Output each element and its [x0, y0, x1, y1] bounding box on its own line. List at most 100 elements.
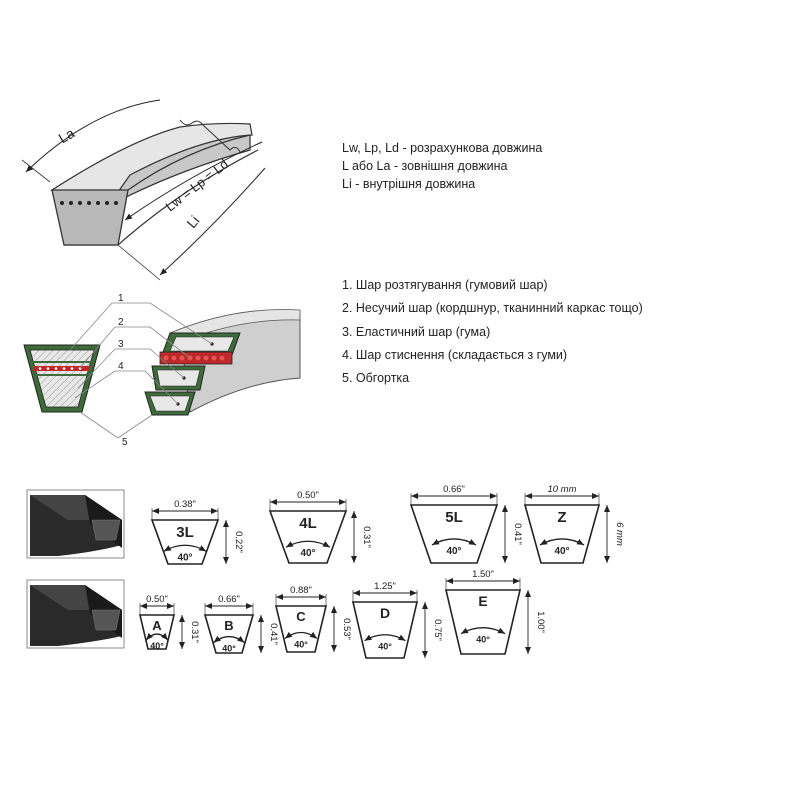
right-belt-elastic-core [156, 369, 201, 387]
height-label: 0.75" [432, 619, 443, 641]
profile-name: 5L [445, 509, 463, 526]
belt-cross-section [51, 189, 129, 246]
profile-name: C [296, 609, 306, 624]
angle-label: 40° [446, 546, 461, 557]
li-dimension-arrow [159, 167, 266, 276]
profile-b: 0.66" 0.41" B 40° [203, 594, 279, 654]
profile-outline [274, 605, 328, 653]
height-label: 0.31" [189, 621, 200, 643]
profile-outline [351, 601, 419, 659]
li-extension [117, 244, 161, 281]
angle-arc [431, 538, 477, 546]
right-belt-compression-core [149, 395, 191, 412]
width-label: 0.50" [297, 490, 319, 501]
profile-4l: 0.50" 0.31" 4L 40° [268, 490, 372, 564]
la-label: La [56, 125, 78, 147]
angle-arc [145, 632, 169, 641]
angle-label: 40° [378, 642, 392, 652]
profile-c: 0.88" 0.53" C 40° [274, 585, 352, 653]
profile-outline [444, 589, 522, 655]
angle-label: 40° [476, 635, 490, 645]
layer-number-4: 4 [118, 361, 124, 372]
left-section-cord-band [34, 366, 90, 371]
profile-name: D [380, 605, 390, 621]
layer-number-1: 1 [118, 293, 124, 304]
layers-legend: 1. Шар розтягування (гумовий шар) 2. Нес… [342, 274, 643, 390]
angle-arc [285, 540, 331, 548]
belt-side [117, 149, 259, 246]
profile-outline [409, 504, 499, 564]
angle-arc [284, 631, 318, 640]
width-label: 0.66" [443, 484, 465, 495]
angle-arc [539, 538, 585, 546]
layer-structure-sketch: 1 2 3 4 5 [23, 293, 301, 448]
profile-name: Z [557, 509, 566, 526]
length-legend-line-2: L або La - зовнішня довжина [342, 159, 508, 173]
height-label: 0.41" [268, 623, 279, 645]
angle-label: 40° [222, 644, 236, 654]
layer-item-5: 5. Обгортка [342, 371, 410, 386]
angle-label: 40° [150, 641, 164, 651]
width-label: 0.50" [146, 594, 168, 605]
profile-outline [138, 614, 176, 650]
height-label: 0.53" [341, 618, 352, 640]
height-label: 0.31" [361, 526, 372, 548]
angle-label: 40° [554, 546, 569, 557]
layer-item-2: 2. Несучий шар (кордшнур, тканинний карк… [342, 301, 643, 316]
belt-side-2 [127, 134, 251, 191]
leader-lines [69, 302, 213, 439]
layer-item-3: 3. Еластичний шар (гума) [342, 324, 491, 339]
angle-arc [364, 634, 406, 642]
profile-name: E [478, 593, 487, 609]
angle-label: 40° [294, 640, 308, 650]
left-section-core [29, 349, 95, 408]
right-belt-top [169, 309, 301, 344]
width-label: 1.25" [374, 581, 396, 592]
belt-top-surface [50, 122, 253, 193]
la-extension [21, 159, 51, 183]
belt-length-sketch: La Lw = Lp = Ld Li [21, 99, 266, 281]
width-label: 0.88" [290, 585, 312, 596]
angle-arc [163, 544, 207, 552]
width-label: 10 mm [547, 484, 576, 495]
belt-break [179, 119, 241, 153]
layer-number-5: 5 [122, 437, 128, 448]
profile-d: 1.25" 0.75" D 40° [351, 581, 443, 659]
layer-number-3: 3 [118, 339, 124, 350]
length-legend-line-1: Lw, Lp, Ld - розрахункова довжина [342, 141, 543, 155]
profile-outline [268, 510, 348, 564]
angle-label: 40° [300, 548, 315, 559]
height-label: 6 mm [614, 522, 625, 546]
pitch-dimension-arrow [124, 141, 263, 221]
length-legend: Lw, Lp, Ld - розрахункова довжина L або … [342, 139, 542, 193]
li-label: Li [183, 212, 202, 231]
profile-outline [150, 519, 220, 565]
width-label: 0.66" [218, 594, 240, 605]
height-label: 0.41" [512, 523, 523, 545]
angle-arc [213, 635, 245, 644]
la-dimension-arrow [25, 99, 161, 173]
profile-z: 10 mm 6 mm Z 40° [523, 484, 625, 564]
right-belt-tension-layer [169, 336, 235, 352]
layer-numbers: 1 2 3 4 5 [118, 293, 128, 448]
profile-name: A [152, 618, 162, 633]
layer-number-2: 2 [118, 317, 124, 328]
belt-photo-2 [26, 579, 125, 649]
length-legend-line-3: Li - внутрішня довжина [342, 177, 476, 191]
belt-profiles: 0.38"0.22"3L40°0.50"0.31"4L40°0.66"0.41"… [138, 484, 625, 659]
profile-5l: 0.66" 0.41" 5L 40° [409, 484, 523, 564]
profile-a: 0.50" 0.31" A 40° [138, 594, 200, 651]
profile-name: 4L [299, 515, 317, 532]
angle-label: 40° [177, 552, 192, 563]
angle-arc [460, 627, 506, 635]
width-label: 1.50" [472, 569, 494, 580]
width-label: 0.38" [174, 499, 196, 510]
cord-dots [60, 201, 118, 205]
profile-outline [523, 504, 601, 564]
layer-item-4: 4. Шар стиснення (складається з гуми) [342, 347, 568, 362]
height-label: 1.00" [535, 611, 546, 633]
profile-name: B [224, 618, 233, 633]
profile-name: 3L [176, 524, 194, 541]
